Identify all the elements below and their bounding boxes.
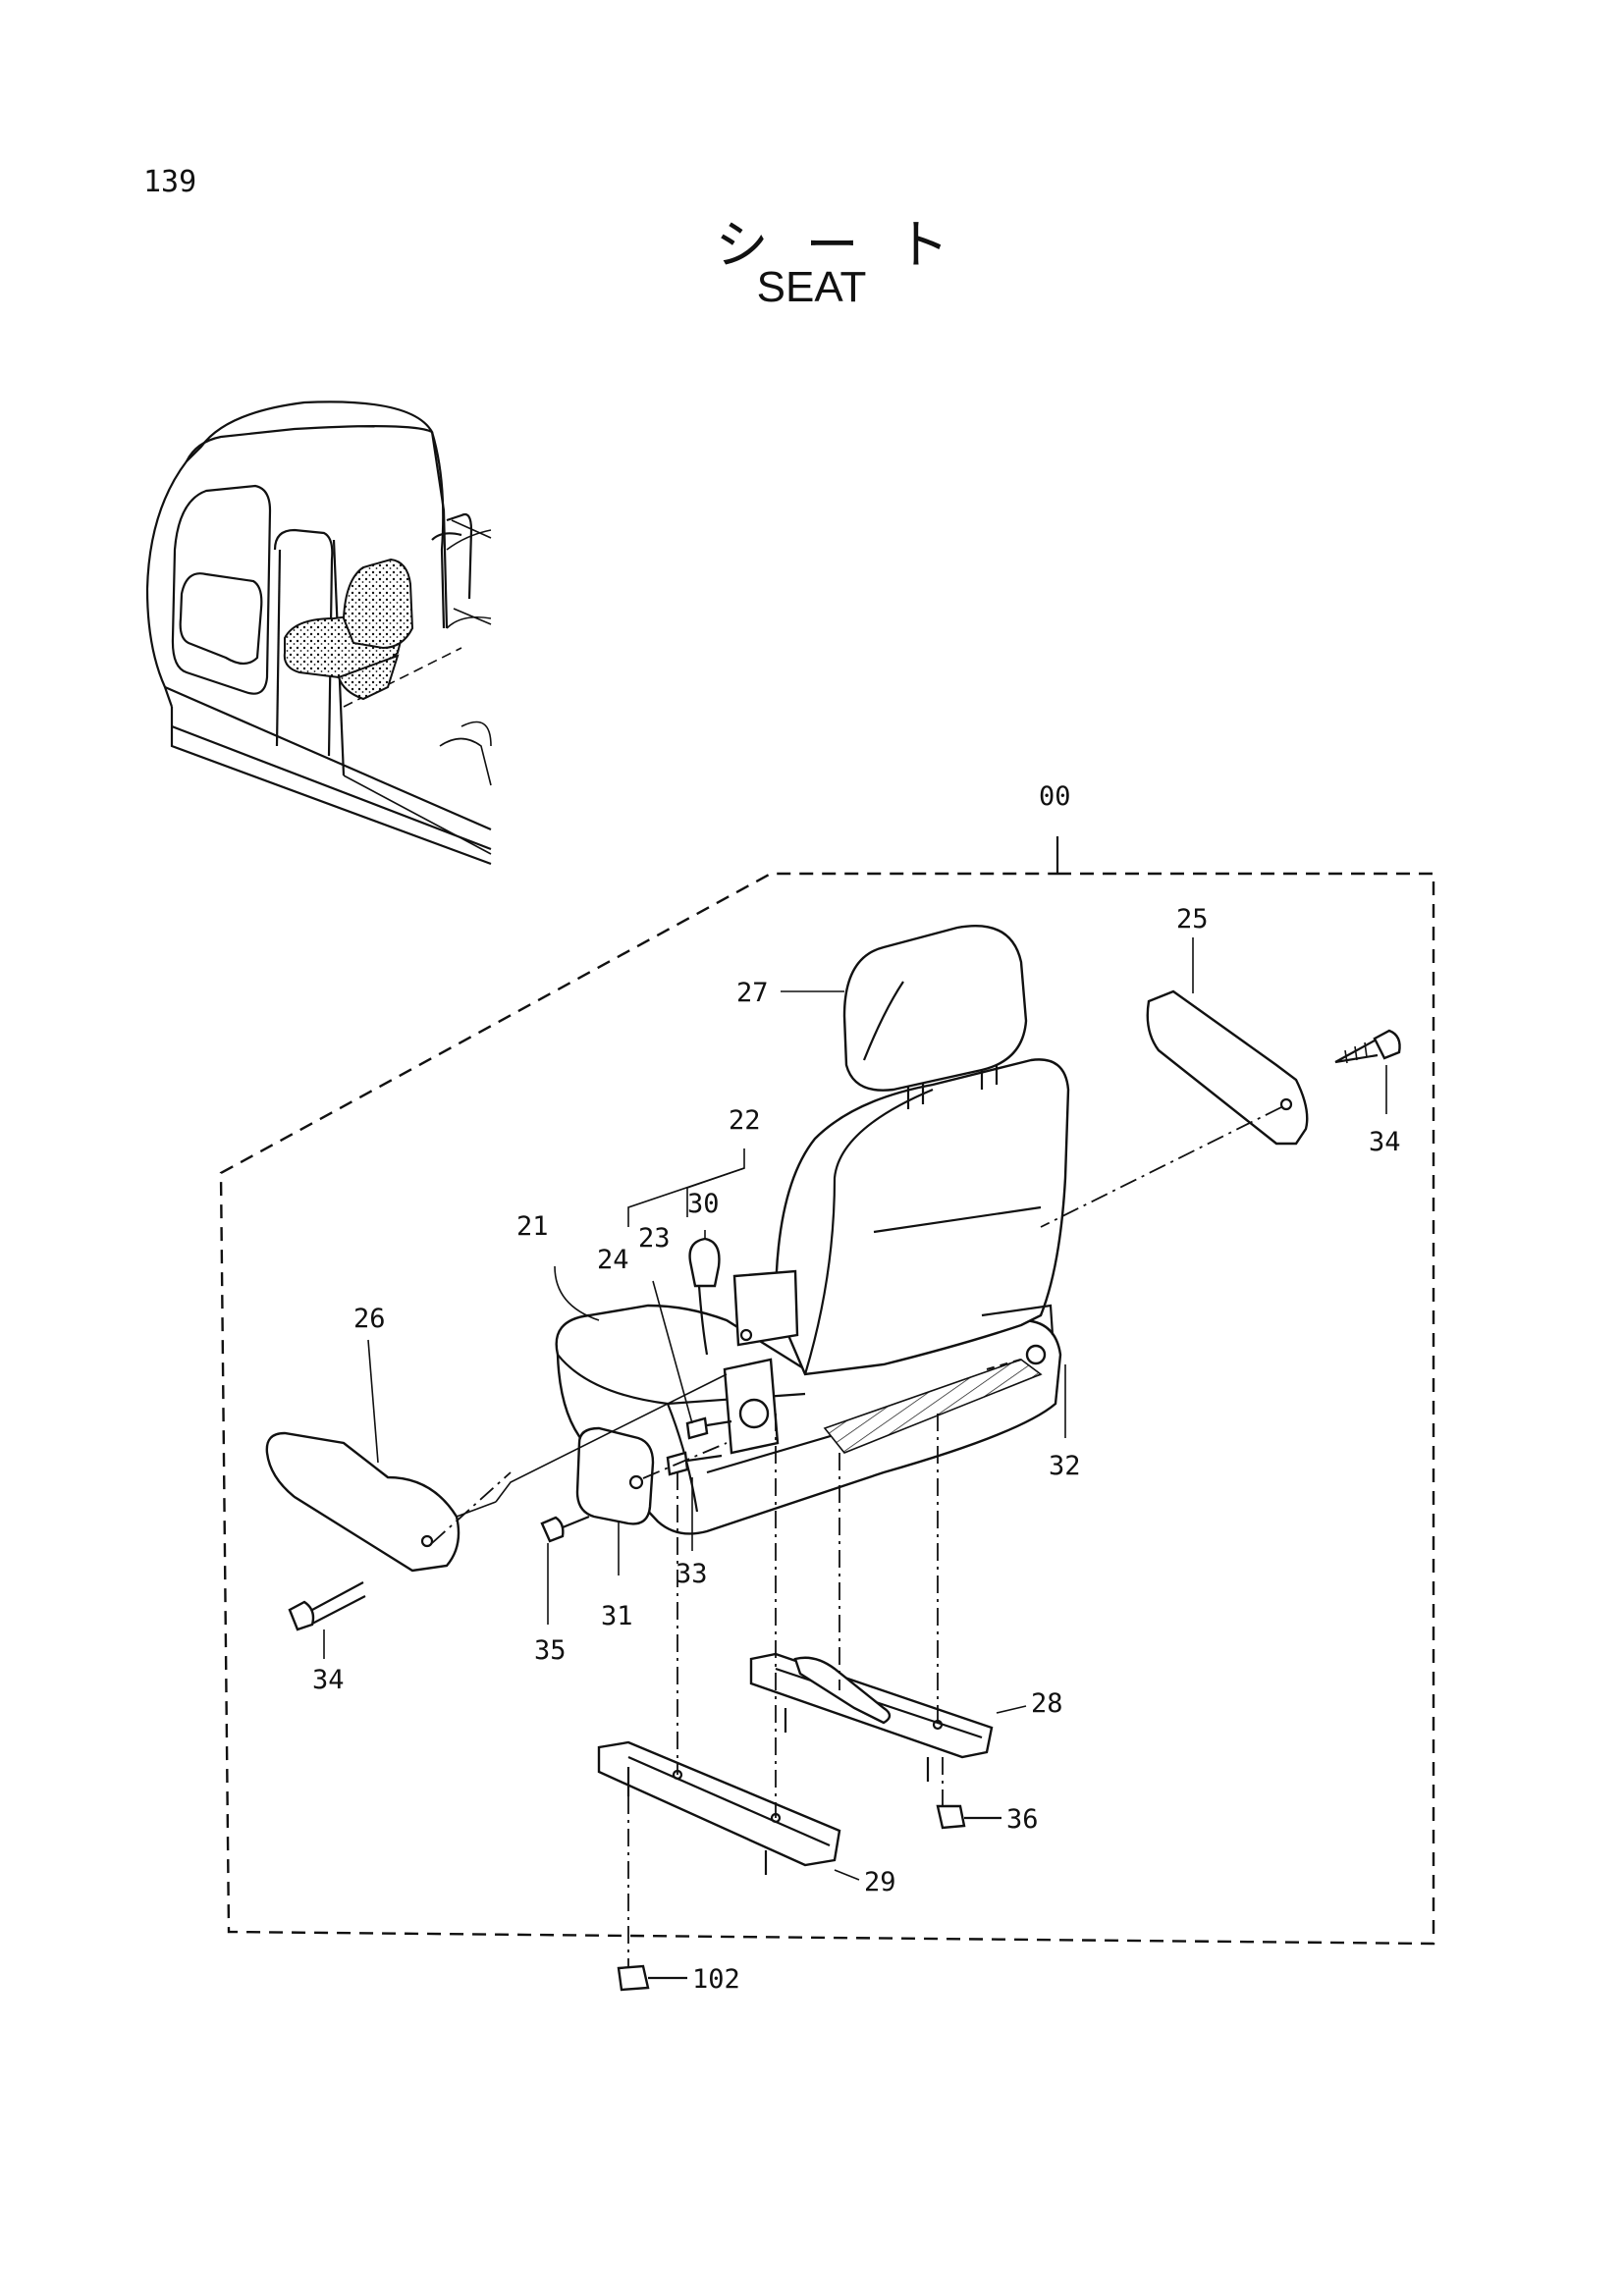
page-number: 139 [143, 165, 197, 199]
title-japanese: シート [715, 214, 987, 276]
callout-27: 27 [736, 978, 769, 1008]
callout-33: 33 [676, 1559, 708, 1589]
centre-lines [431, 1106, 1282, 1968]
seat-rails [597, 1652, 994, 1875]
title-english: SEAT [756, 263, 867, 311]
callout-26: 26 [353, 1304, 386, 1334]
callout-28: 28 [1031, 1688, 1063, 1719]
callout-00: 00 [1039, 781, 1071, 812]
seat-assembly [555, 925, 1070, 1535]
callout-24: 24 [597, 1245, 629, 1275]
assembly-boundary [219, 872, 1435, 1946]
callout-102: 102 [692, 1964, 740, 1995]
callout-36: 36 [1006, 1804, 1039, 1835]
callout-31: 31 [601, 1601, 633, 1631]
cover-and-screw [540, 1426, 655, 1543]
callout-29: 29 [864, 1867, 896, 1897]
callout-23: 23 [638, 1223, 671, 1254]
callout-25: 25 [1176, 904, 1209, 934]
cab-location-inset [145, 400, 492, 866]
nuts [617, 1804, 1001, 1992]
callout-labels: 00 25 27 22 30 23 21 24 26 34 32 33 31 3… [312, 781, 1401, 1995]
armrest-right [1146, 989, 1401, 1146]
leader-lines [323, 937, 1387, 1881]
callout-34-left: 34 [312, 1665, 345, 1695]
callout-30: 30 [687, 1189, 720, 1219]
armrest-left [265, 1431, 460, 1631]
callout-35: 35 [534, 1635, 567, 1666]
callout-21: 21 [516, 1211, 549, 1242]
callout-34-right: 34 [1369, 1127, 1401, 1157]
callout-32: 32 [1049, 1451, 1081, 1481]
callout-22: 22 [729, 1105, 761, 1136]
